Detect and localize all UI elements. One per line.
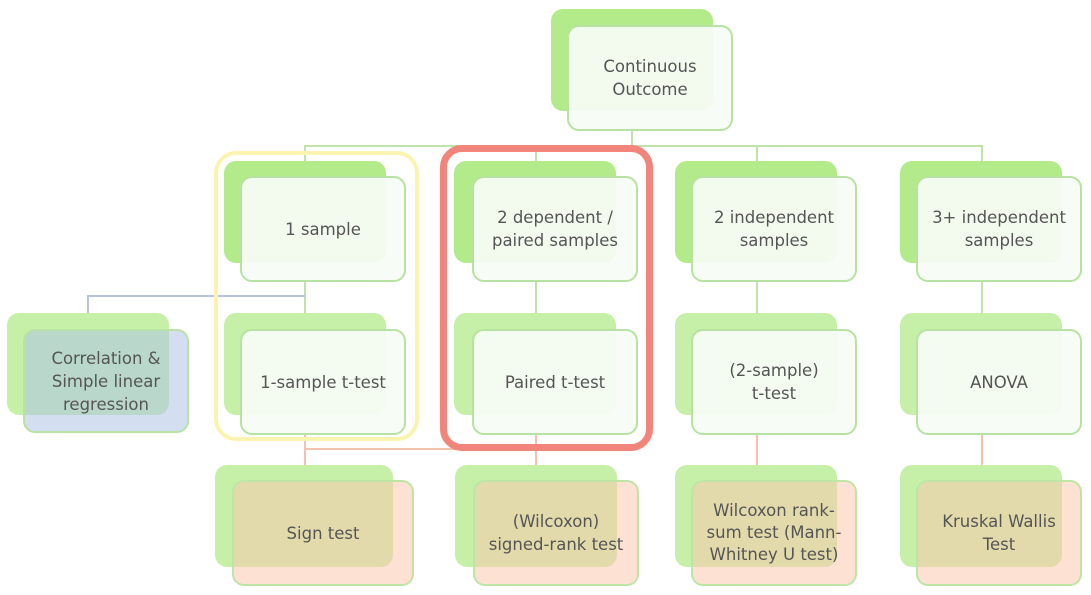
nonparametric-label: Wilcoxon rank- sum test (Mann- Whitney U…	[706, 501, 842, 564]
category-label: 3+ independent samples	[932, 208, 1066, 250]
nonparametric-label: Kruskal Wallis Test	[942, 512, 1056, 554]
category-label: 1 sample	[285, 219, 361, 239]
connector-to-cat3	[756, 145, 758, 163]
test-node-anova[interactable]: ANOVA	[916, 329, 1082, 435]
highlight-frame-1-sample	[214, 151, 419, 441]
connector-to-cat2	[535, 145, 537, 163]
category-label: 2 independent samples	[713, 208, 835, 250]
connector-bottom-horizontal	[304, 448, 536, 450]
nonparametric-node-signed-rank[interactable]: (Wilcoxon) signed-rank test	[473, 480, 639, 586]
test-node-2-sample-t-test[interactable]: (2-sample) t-test	[691, 329, 857, 435]
category-node-1-sample[interactable]: 1 sample	[240, 176, 406, 282]
test-node-1-sample-t-test[interactable]: 1-sample t-test	[240, 329, 406, 435]
connector-test3-down	[756, 432, 758, 466]
nonparametric-label: (Wilcoxon) signed-rank test	[488, 512, 624, 554]
nonparametric-node-sign-test[interactable]: Sign test	[232, 480, 414, 586]
connector-top-horizontal	[304, 145, 982, 147]
nonparametric-label: Sign test	[286, 523, 360, 543]
highlight-frame-paired	[440, 145, 653, 451]
nonparametric-node-rank-sum[interactable]: Wilcoxon rank- sum test (Mann- Whitney U…	[691, 480, 857, 586]
connector-cat3-down	[756, 280, 758, 316]
nonparametric-node-kruskal-wallis[interactable]: Kruskal Wallis Test	[916, 480, 1082, 586]
test-label: ANOVA	[970, 372, 1028, 392]
side-node-label: Correlation & Simple linear regression	[51, 348, 161, 414]
category-node-paired[interactable]: 2 dependent / paired samples	[472, 176, 638, 282]
test-label: (2-sample) t-test	[729, 361, 819, 403]
category-node-2-independent[interactable]: 2 independent samples	[691, 176, 857, 282]
connector-side-horizontal	[87, 295, 305, 297]
root-node-label: Continuous Outcome	[603, 57, 697, 99]
test-label: Paired t-test	[504, 372, 606, 392]
connector-cat2-down	[535, 280, 537, 316]
connector-root-down	[631, 128, 633, 146]
side-node-correlation[interactable]: Correlation & Simple linear regression	[23, 329, 189, 433]
connector-test4-down	[981, 432, 983, 466]
connector-to-cat4	[981, 145, 983, 163]
connector-cat4-down	[981, 280, 983, 316]
category-label: 2 dependent / paired samples	[491, 208, 619, 250]
connector-cat1-down	[304, 280, 306, 316]
test-node-paired-t-test[interactable]: Paired t-test	[472, 329, 638, 435]
test-label: 1-sample t-test	[260, 372, 386, 392]
root-node[interactable]: Continuous Outcome	[567, 25, 733, 131]
category-node-3plus-independent[interactable]: 3+ independent samples	[916, 176, 1082, 282]
connector-side-down	[87, 295, 89, 315]
